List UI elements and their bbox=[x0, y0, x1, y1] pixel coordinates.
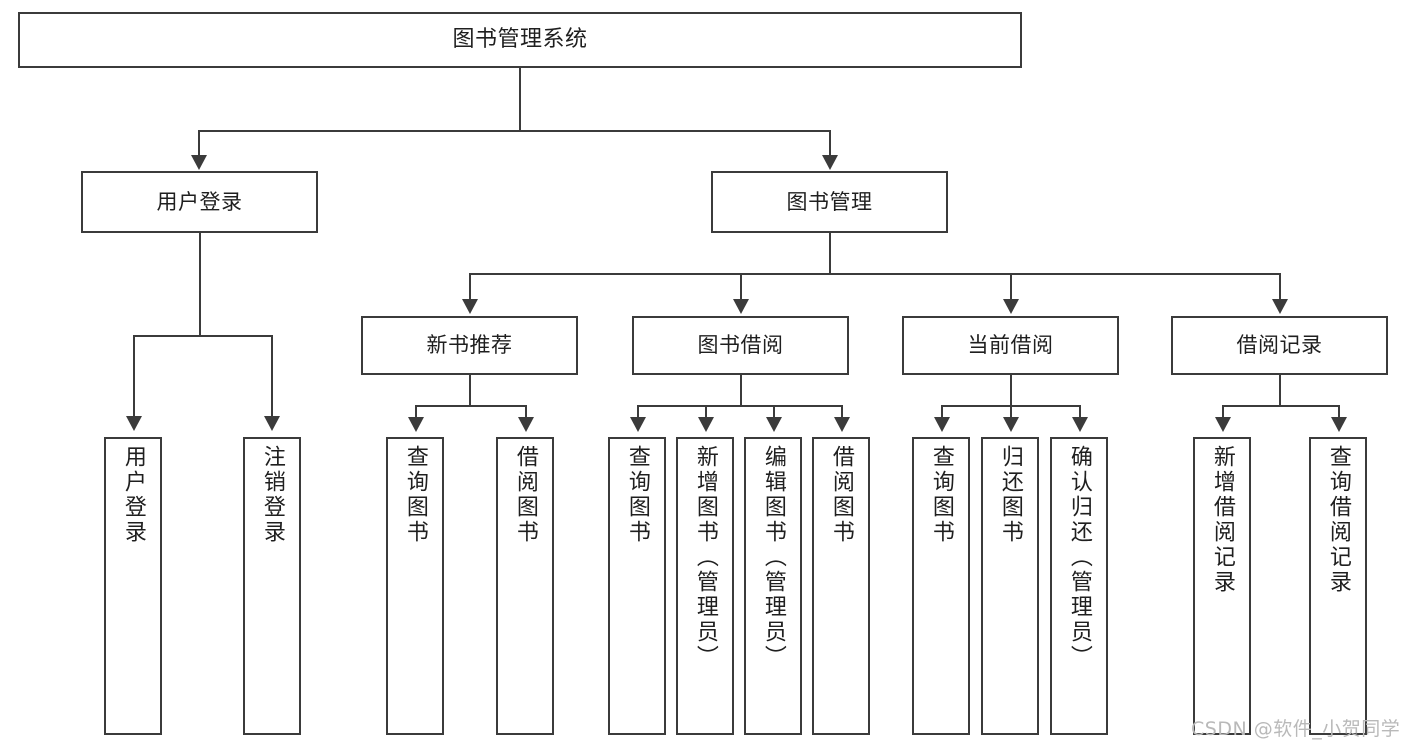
node-label: 注销登录 bbox=[259, 445, 285, 545]
connector-book-manage-branch-1 bbox=[469, 273, 471, 300]
connector-user-login-branch-1 bbox=[133, 335, 135, 417]
connector-book-manage-branch-3 bbox=[1010, 273, 1012, 300]
node-label: 用户登录 bbox=[120, 445, 146, 545]
leaf-current-borrow-query-book[interactable]: 查询图书 bbox=[912, 437, 970, 735]
connector-book-manage-stem bbox=[829, 233, 831, 273]
node-label: 查询图书 bbox=[928, 445, 954, 545]
arrowhead-book-manage-child-4 bbox=[1272, 299, 1288, 314]
arrowhead-user-login-leaf-1 bbox=[126, 416, 142, 431]
connector-new-book-bar bbox=[415, 405, 525, 407]
connector-book-manage-bar bbox=[469, 273, 1280, 275]
connector-book-borrow-branch-4 bbox=[841, 405, 843, 418]
connector-current-borrow-stem bbox=[1010, 375, 1012, 405]
connector-book-borrow-bar bbox=[637, 405, 841, 407]
node-user-login[interactable]: 用户登录 bbox=[81, 171, 318, 233]
arrowhead-book-manage-child-1 bbox=[462, 299, 478, 314]
node-label: 当前借阅 bbox=[967, 333, 1054, 358]
node-current-borrow[interactable]: 当前借阅 bbox=[902, 316, 1119, 375]
node-label: 新增借阅记录 bbox=[1209, 445, 1235, 595]
node-borrow-record[interactable]: 借阅记录 bbox=[1171, 316, 1388, 375]
node-label: 图书管理系统 bbox=[452, 27, 588, 53]
arrowhead-book-borrow-leaf-4 bbox=[834, 417, 850, 432]
connector-current-borrow-branch-1 bbox=[941, 405, 943, 418]
leaf-book-borrow-add-book-admin[interactable]: 新增图书（管理员） bbox=[676, 437, 734, 735]
arrowhead-borrow-record-leaf-2 bbox=[1331, 417, 1347, 432]
leaf-user-login-login[interactable]: 用户登录 bbox=[104, 437, 162, 735]
connector-root-stem bbox=[519, 68, 521, 130]
arrowhead-root-to-user-login bbox=[191, 155, 207, 170]
leaf-new-book-query-book[interactable]: 查询图书 bbox=[386, 437, 444, 735]
connector-user-login-branch-2 bbox=[271, 335, 273, 417]
leaf-book-borrow-edit-book-admin[interactable]: 编辑图书（管理员） bbox=[744, 437, 802, 735]
connector-borrow-record-branch-1 bbox=[1222, 405, 1224, 418]
node-label: 归还图书 bbox=[997, 445, 1023, 545]
node-label: 借阅记录 bbox=[1236, 333, 1323, 358]
arrowhead-current-borrow-leaf-3 bbox=[1072, 417, 1088, 432]
arrowhead-book-manage-child-3 bbox=[1003, 299, 1019, 314]
arrowhead-current-borrow-leaf-1 bbox=[934, 417, 950, 432]
arrowhead-new-book-leaf-1 bbox=[408, 417, 424, 432]
leaf-book-borrow-query-book[interactable]: 查询图书 bbox=[608, 437, 666, 735]
arrowhead-book-borrow-leaf-1 bbox=[630, 417, 646, 432]
node-label: 图书管理 bbox=[786, 189, 873, 214]
connector-book-borrow-stem bbox=[740, 375, 742, 405]
node-label: 新增图书（管理员） bbox=[692, 445, 718, 670]
arrowhead-root-to-book-manage bbox=[822, 155, 838, 170]
connector-current-borrow-branch-3 bbox=[1079, 405, 1081, 418]
node-label: 新书推荐 bbox=[426, 333, 513, 358]
connector-user-login-stem bbox=[199, 233, 201, 335]
arrowhead-borrow-record-leaf-1 bbox=[1215, 417, 1231, 432]
arrowhead-book-borrow-leaf-3 bbox=[766, 417, 782, 432]
leaf-user-login-logout[interactable]: 注销登录 bbox=[243, 437, 301, 735]
node-label: 用户登录 bbox=[156, 189, 243, 214]
leaf-borrow-record-query-record[interactable]: 查询借阅记录 bbox=[1309, 437, 1367, 735]
connector-new-book-branch-1 bbox=[415, 405, 417, 418]
connector-book-manage-branch-4 bbox=[1279, 273, 1281, 300]
arrowhead-current-borrow-leaf-2 bbox=[1003, 417, 1019, 432]
arrowhead-user-login-leaf-2 bbox=[264, 416, 280, 431]
connector-book-manage-branch-2 bbox=[740, 273, 742, 300]
connector-book-borrow-branch-3 bbox=[773, 405, 775, 418]
connector-root-to-book-manage bbox=[829, 130, 831, 156]
connector-book-borrow-branch-1 bbox=[637, 405, 639, 418]
connector-book-borrow-branch-2 bbox=[705, 405, 707, 418]
connector-new-book-stem bbox=[469, 375, 471, 405]
leaf-new-book-borrow-book[interactable]: 借阅图书 bbox=[496, 437, 554, 735]
node-label: 编辑图书（管理员） bbox=[760, 445, 786, 670]
arrowhead-book-manage-child-2 bbox=[733, 299, 749, 314]
connector-new-book-branch-2 bbox=[525, 405, 527, 418]
leaf-borrow-record-add-record[interactable]: 新增借阅记录 bbox=[1193, 437, 1251, 735]
connector-borrow-record-bar bbox=[1222, 405, 1338, 407]
connector-root-to-user-login bbox=[198, 130, 200, 156]
node-label: 借阅图书 bbox=[828, 445, 854, 545]
connector-root-bar bbox=[198, 130, 830, 132]
node-book-manage[interactable]: 图书管理 bbox=[711, 171, 948, 233]
connector-current-borrow-branch-2 bbox=[1010, 405, 1012, 418]
connector-user-login-bar bbox=[133, 335, 271, 337]
node-new-book-recommend[interactable]: 新书推荐 bbox=[361, 316, 578, 375]
node-label: 图书借阅 bbox=[697, 333, 784, 358]
node-label: 查询图书 bbox=[624, 445, 650, 545]
node-label: 借阅图书 bbox=[512, 445, 538, 545]
leaf-current-borrow-confirm-return-admin[interactable]: 确认归还（管理员） bbox=[1050, 437, 1108, 735]
arrowhead-book-borrow-leaf-2 bbox=[698, 417, 714, 432]
arrowhead-new-book-leaf-2 bbox=[518, 417, 534, 432]
node-label: 查询借阅记录 bbox=[1325, 445, 1351, 595]
connector-borrow-record-stem bbox=[1279, 375, 1281, 405]
node-root-book-management-system[interactable]: 图书管理系统 bbox=[18, 12, 1022, 68]
leaf-current-borrow-return-book[interactable]: 归还图书 bbox=[981, 437, 1039, 735]
node-book-borrow[interactable]: 图书借阅 bbox=[632, 316, 849, 375]
node-label: 查询图书 bbox=[402, 445, 428, 545]
leaf-book-borrow-borrow-book[interactable]: 借阅图书 bbox=[812, 437, 870, 735]
connector-borrow-record-branch-2 bbox=[1338, 405, 1340, 418]
node-label: 确认归还（管理员） bbox=[1066, 445, 1092, 670]
